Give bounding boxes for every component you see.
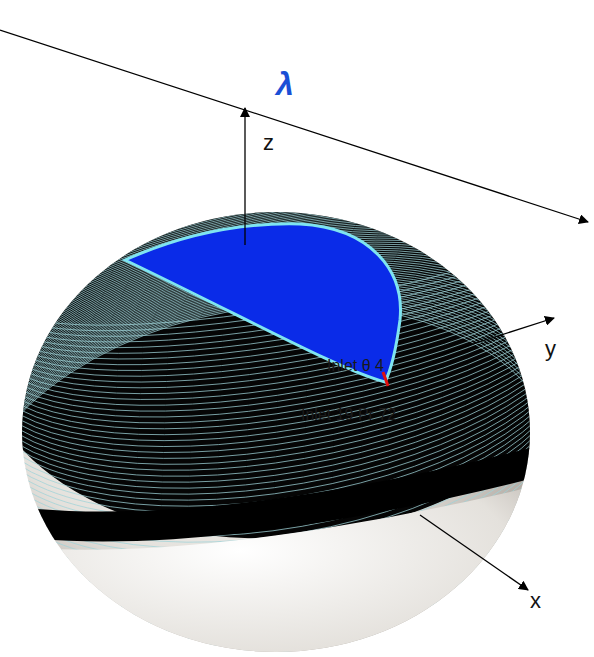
y-axis <box>392 318 554 370</box>
dark-band <box>0 445 594 526</box>
contour-line <box>0 158 594 405</box>
inlet-mark <box>383 372 388 386</box>
contour-line <box>0 199 594 542</box>
axis-label: y <box>545 336 556 362</box>
axis-label: x <box>530 588 541 614</box>
blue-cap <box>125 224 400 382</box>
contour-lines <box>0 11 594 657</box>
contour-line <box>0 169 594 442</box>
contour-line <box>0 184 594 492</box>
contour-line <box>0 182 594 486</box>
inlet-label: Inlet θ 4 <box>327 357 384 375</box>
contour-line <box>0 164 594 424</box>
lambda-label: λ <box>276 66 294 103</box>
lambda-line <box>0 30 588 222</box>
z-axis <box>244 108 245 245</box>
contour-line <box>0 157 594 400</box>
x-axis <box>420 515 528 590</box>
axis-label: z <box>263 130 274 156</box>
inlet-label: Inlet 19 Pr 72 <box>301 406 396 424</box>
contour-line <box>0 195 594 529</box>
